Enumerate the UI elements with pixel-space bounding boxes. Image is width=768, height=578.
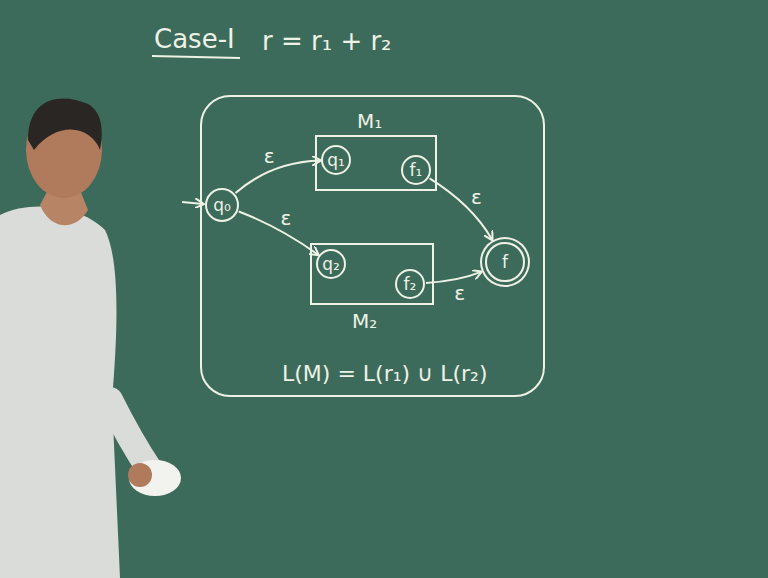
state-circle: f₂: [395, 269, 425, 299]
state-circle: f₁: [401, 155, 431, 185]
language-equation: L(M) = L(r₁) ∪ L(r₂): [282, 363, 488, 385]
epsilon-transition: [430, 178, 492, 239]
state-circle: q₂: [316, 249, 346, 279]
formula-label: r = r₁ + r₂: [262, 28, 392, 54]
transition-label: ε: [262, 145, 277, 167]
title: Case-I: [154, 26, 235, 52]
machine-name: M₁: [357, 111, 382, 131]
transition-label: ε: [279, 207, 294, 229]
transition-label: ε: [469, 186, 484, 208]
final-state: f: [485, 242, 525, 282]
machine-box: M₂q₂f₂: [310, 243, 434, 305]
state-circle: q₀: [205, 188, 239, 222]
title-underline: [152, 56, 240, 58]
automaton-box: L(M) = L(r₁) ∪ L(r₂) q₀ M₁ q₁ f₁ M₂ q₂ f₂ f: [200, 95, 545, 397]
state-name: q₁: [327, 152, 345, 169]
transition-label: ε: [452, 282, 467, 304]
state-name: f: [502, 254, 508, 271]
state-name: q₀: [213, 197, 231, 214]
state-name: q₂: [322, 256, 340, 273]
epsilon-transition: [236, 161, 320, 194]
state-circle: q₁: [321, 145, 351, 175]
lecturer-figure: [0, 99, 181, 578]
state-name: f₂: [404, 276, 417, 293]
state-name: f₁: [410, 162, 423, 179]
machine-box: M₁q₁f₁: [315, 135, 437, 191]
machine-name: M₂: [352, 311, 377, 331]
